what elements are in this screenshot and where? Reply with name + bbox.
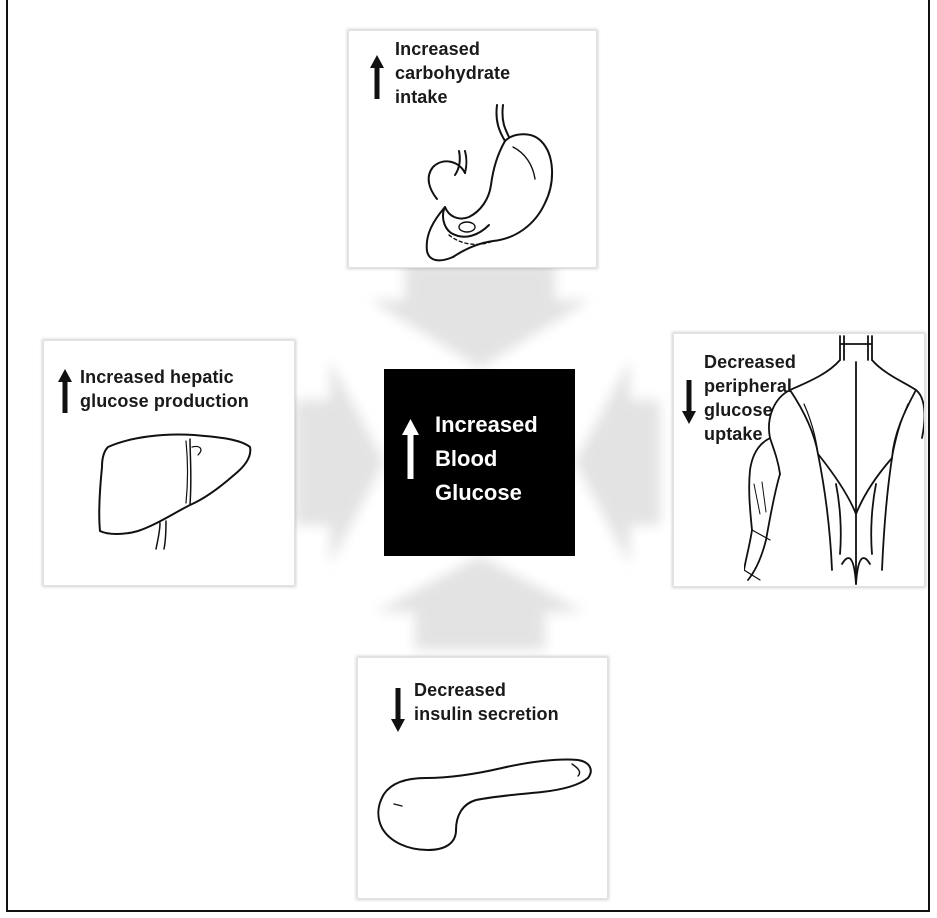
arrow-from-right	[575, 360, 660, 565]
pancreas-icon	[372, 754, 594, 854]
center-box-increased-blood-glucose: Increased Blood Glucose	[384, 369, 575, 556]
liver-icon	[94, 427, 254, 557]
stomach-icon	[409, 103, 569, 268]
factor-panel-insulin-secretion: Decreased insulin secretion	[357, 657, 608, 899]
factor-label-line: Increased	[395, 37, 480, 61]
arrow-from-top	[370, 262, 590, 368]
factor-label-line: Decreased	[704, 350, 796, 374]
up-arrow-icon	[370, 55, 384, 99]
down-arrow-icon	[682, 380, 696, 424]
center-label-line: Blood	[435, 443, 497, 475]
down-arrow-icon	[391, 688, 405, 732]
arrow-from-bottom	[375, 556, 585, 650]
factor-label-line: glucose production	[80, 389, 249, 413]
factor-panel-hepatic-glucose-production: Increased hepatic glucose production	[43, 340, 295, 586]
up-arrow-icon	[58, 369, 72, 413]
factor-label-line: Decreased	[414, 678, 506, 702]
up-arrow-icon	[402, 419, 419, 479]
factor-label-line: Increased hepatic	[80, 365, 234, 389]
factor-panel-carbohydrate-intake: Increased carbohydrate intake	[348, 30, 597, 268]
factor-label-line: carbohydrate	[395, 61, 510, 85]
factor-label-line: glucose	[704, 398, 773, 422]
arrow-from-left	[295, 360, 384, 565]
center-label-line: Increased	[435, 409, 538, 441]
factor-label-line: insulin secretion	[414, 702, 559, 726]
factor-label-line: peripheral	[704, 374, 792, 398]
factor-panel-peripheral-glucose-uptake: Decreased peripheral glucose uptake	[673, 333, 925, 587]
factor-label-line: uptake	[704, 422, 763, 446]
center-label-line: Glucose	[435, 477, 522, 509]
